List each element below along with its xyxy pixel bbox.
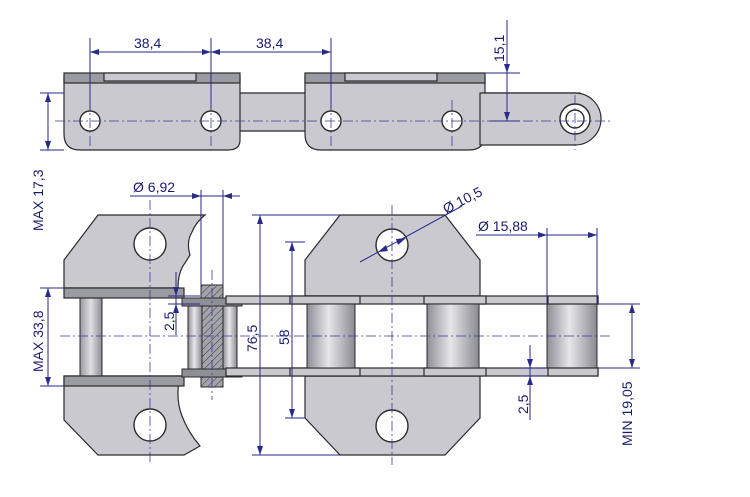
pin-diameter-dimension: Ø 6,92	[130, 179, 240, 285]
height-dimension: 15,1	[485, 20, 520, 122]
pitch-right-label: 38,4	[256, 35, 283, 51]
left-plate-bottom	[63, 375, 201, 456]
height-top-label: 15,1	[491, 35, 507, 62]
roller-diameter-dimension: Ø 15,88	[476, 218, 598, 304]
link-plate-top	[225, 295, 599, 305]
overall-width-label: 76,5	[244, 325, 260, 352]
plate-thickness-bottom-dimension: 2,5	[515, 345, 547, 420]
right-top-flange-detail	[344, 72, 438, 82]
pitch-left-label: 38,4	[134, 35, 161, 51]
roller-diameter-label: Ø 15,88	[478, 218, 528, 234]
plan-view	[60, 200, 610, 465]
pitch-dimensions: 38,4 38,4	[89, 35, 332, 110]
plate-thickness-bottom-label: 2,5	[515, 394, 531, 414]
inner-width-dimension: 58	[276, 241, 305, 419]
left-attachment-plate	[63, 76, 241, 151]
plate-thickness-left-label: 2,5	[161, 311, 177, 331]
inner-width-label: 58	[276, 329, 292, 345]
hole-diameter-label: Ø 10,5	[440, 183, 485, 216]
min-inner-width-dimension: MIN 19,05	[598, 303, 640, 446]
max-height-label: MAX 17,3	[30, 169, 46, 231]
plate-thickness-left-dimension: 2,5	[161, 272, 200, 335]
max-height-dimension: MAX 17,3	[30, 92, 64, 231]
min-inner-width-label: MIN 19,05	[619, 381, 635, 446]
pin-diameter-label: Ø 6,92	[133, 179, 175, 195]
side-view	[55, 72, 610, 151]
max-width-dimension: MAX 33,8	[30, 287, 64, 387]
overall-width-dimension: 76,5	[244, 214, 340, 456]
left-plate-top	[63, 214, 207, 289]
left-top-flange-detail	[103, 72, 197, 82]
left-pin	[79, 297, 103, 381]
link-plate-bottom	[225, 367, 599, 377]
max-width-label: MAX 33,8	[30, 310, 46, 372]
